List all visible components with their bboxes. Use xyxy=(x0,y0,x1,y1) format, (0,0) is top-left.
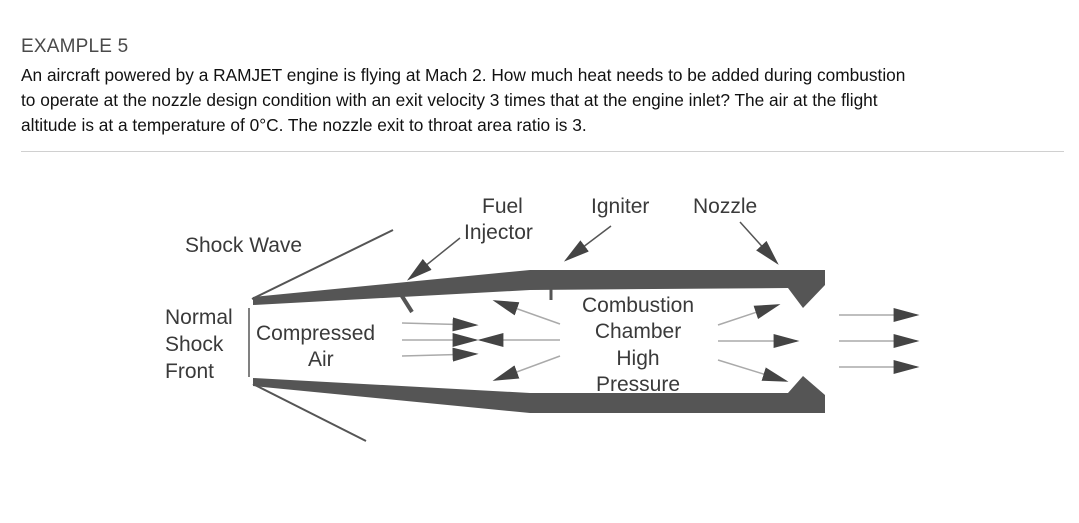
nozzle-flow-arrow xyxy=(717,304,781,326)
problem-statement: EXAMPLE 5 An aircraft powered by a RAMJE… xyxy=(21,36,1071,138)
shock-wave-line-upper xyxy=(251,229,394,300)
normal-label: Normal xyxy=(165,306,233,329)
problem-line: to operate at the nozzle design conditio… xyxy=(21,90,878,110)
fuel-injector-pointer-arrow xyxy=(406,237,461,281)
pressure-arrow xyxy=(492,300,561,325)
pressure-label: Pressure xyxy=(596,373,680,396)
compressed-label: Compressed xyxy=(256,322,375,345)
problem-line: altitude is at a temperature of 0°C. The… xyxy=(21,115,587,135)
shock-wave-line-lower xyxy=(252,383,367,442)
fuel-injector-stub xyxy=(398,291,414,314)
shock-wave-label: Shock Wave xyxy=(185,234,302,257)
front-label: Front xyxy=(165,360,214,383)
nozzle-flow-arrow xyxy=(717,359,789,382)
nozzle-label: Nozzle xyxy=(693,195,757,218)
example-heading: EXAMPLE 5 xyxy=(21,36,129,57)
high-label: High xyxy=(616,347,659,370)
igniter-label: Igniter xyxy=(591,195,649,218)
nozzle-pointer-arrow xyxy=(739,221,779,265)
shock-label: Shock xyxy=(165,333,224,356)
air-label: Air xyxy=(308,348,334,371)
inlet-flow-arrow xyxy=(401,317,479,332)
problem-text: An aircraft powered by a RAMJET engine i… xyxy=(21,63,1071,138)
pressure-arrow xyxy=(492,355,561,381)
combustion-label: Combustion xyxy=(582,294,694,317)
problem-line: An aircraft powered by a RAMJET engine i… xyxy=(21,65,906,85)
injector-label: Injector xyxy=(464,221,533,244)
upper-engine-wall xyxy=(253,270,825,308)
inlet-flow-arrow xyxy=(401,347,479,362)
lower-engine-wall xyxy=(253,376,825,413)
fuel-label: Fuel xyxy=(482,195,523,218)
igniter-pointer-arrow xyxy=(563,225,612,262)
chamber-label: Chamber xyxy=(595,320,681,343)
divider-line xyxy=(21,151,1064,152)
